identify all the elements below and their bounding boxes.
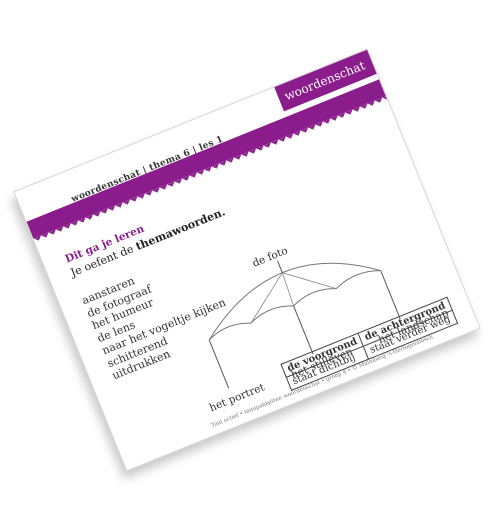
worksheet-card: woordenschat | thema 6 | les 1 woordensc… <box>13 48 480 471</box>
